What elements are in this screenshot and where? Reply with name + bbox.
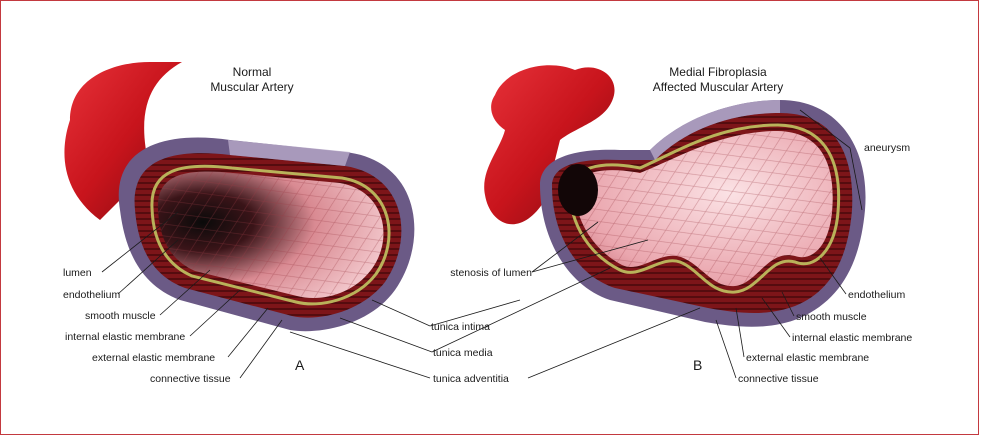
label-connective-tissue-b: connective tissue xyxy=(738,373,819,385)
panel-a-title-line1: Normal xyxy=(233,65,272,79)
center-text: stenosis of lumen tunica intima tunica m… xyxy=(431,267,532,385)
label-endothelium-a: endothelium xyxy=(63,289,120,301)
label-internal-elastic-membrane-a: internal elastic membrane xyxy=(65,331,185,343)
panel-b-title-line1: Medial Fibroplasia xyxy=(669,65,767,79)
label-tunica-media: tunica media xyxy=(433,347,493,359)
panel-a-letter: A xyxy=(295,357,305,373)
label-tunica-adventitia: tunica adventitia xyxy=(433,373,509,385)
label-stenosis-of-lumen: stenosis of lumen xyxy=(450,267,532,279)
label-lumen: lumen xyxy=(63,267,92,279)
label-internal-elastic-membrane-b: internal elastic membrane xyxy=(792,332,912,344)
label-smooth-muscle-b: smooth muscle xyxy=(796,311,867,323)
label-aneurysm: aneurysm xyxy=(864,142,910,154)
panel-b-artery xyxy=(484,65,865,326)
label-connective-tissue-a: connective tissue xyxy=(150,373,231,385)
label-tunica-intima: tunica intima xyxy=(431,321,490,333)
label-smooth-muscle-a: smooth muscle xyxy=(85,310,156,322)
panel-b-title-line2: Affected Muscular Artery xyxy=(653,80,784,94)
label-external-elastic-membrane-a: external elastic membrane xyxy=(92,352,215,364)
label-external-elastic-membrane-b: external elastic membrane xyxy=(746,352,869,364)
label-endothelium-b: endothelium xyxy=(848,289,905,301)
panel-a-title-line2: Muscular Artery xyxy=(210,80,293,94)
panel-b-letter: B xyxy=(693,357,702,373)
